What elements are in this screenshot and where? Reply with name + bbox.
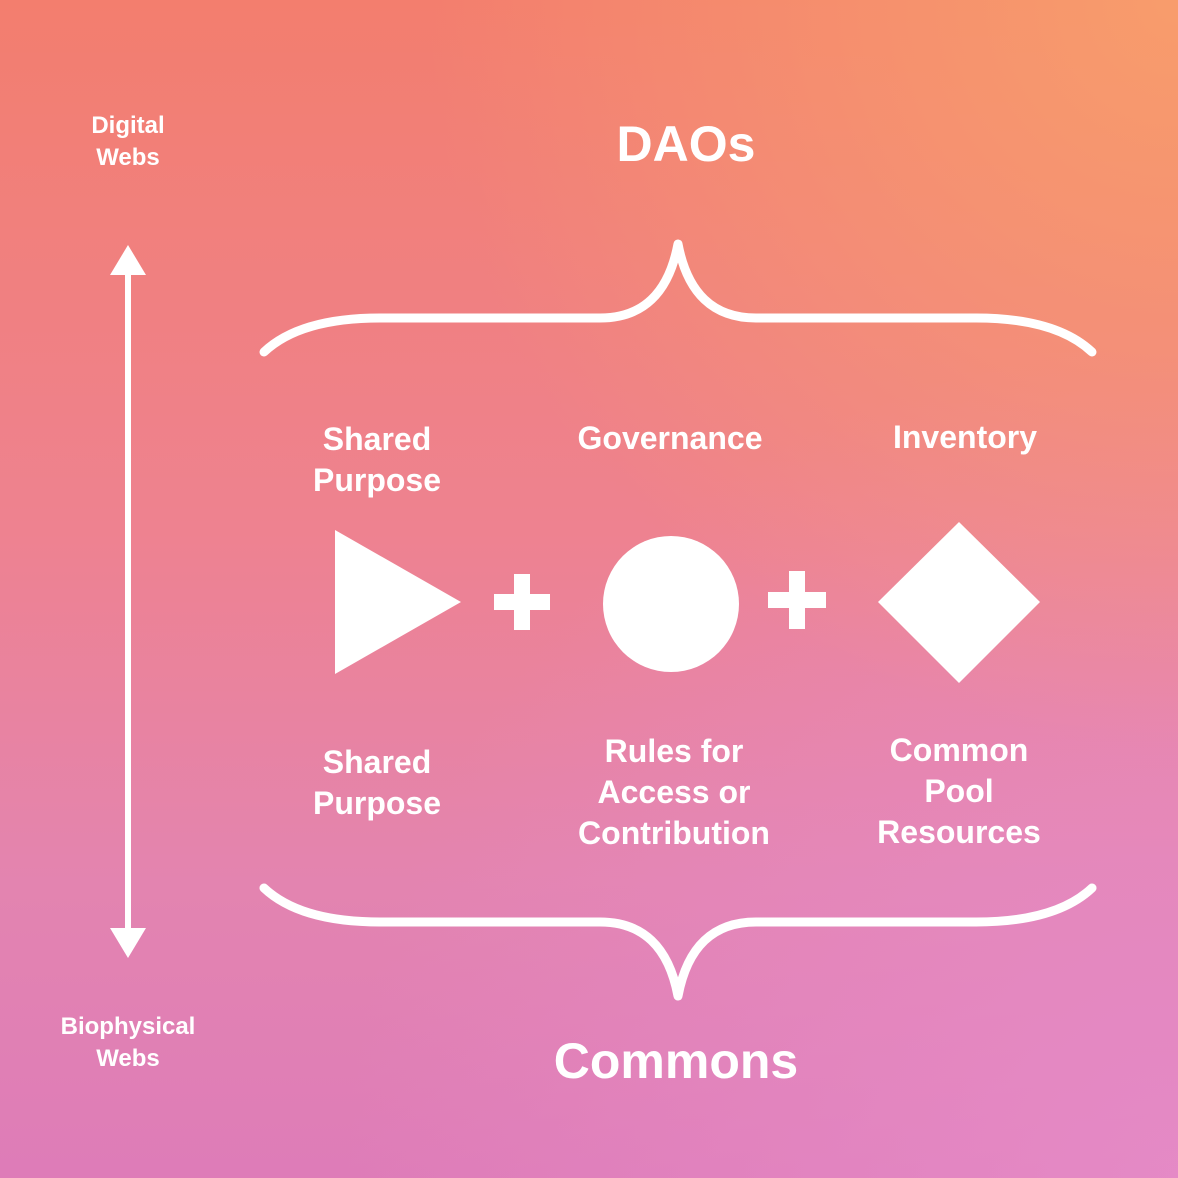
circle-icon (603, 536, 739, 672)
plus-icon (494, 574, 550, 630)
top-brace (259, 239, 1097, 357)
top-label-middle: Governance (577, 420, 763, 456)
top-label-left: Shared Purpose (312, 421, 442, 498)
axis-bottom-label: Biophysical Webs (60, 1013, 196, 1072)
bottom-label-right: Common Pool Resources (877, 732, 1041, 850)
bottom-brace (259, 883, 1097, 1001)
top-label-right: Inventory (892, 419, 1038, 455)
top-title: DAOs (616, 116, 756, 172)
diamond-icon (878, 522, 1040, 683)
axis-top-label: Digital Webs (91, 112, 165, 171)
bottom-title: Commons (553, 1033, 799, 1089)
arrow-up-icon (110, 245, 146, 275)
triangle-icon (335, 530, 461, 674)
bottom-label-middle: Rules for Access or Contribution (578, 733, 770, 851)
arrow-down-icon (110, 928, 146, 958)
plus-icon (768, 571, 826, 629)
bottom-label-left: Shared Purpose (312, 744, 442, 821)
